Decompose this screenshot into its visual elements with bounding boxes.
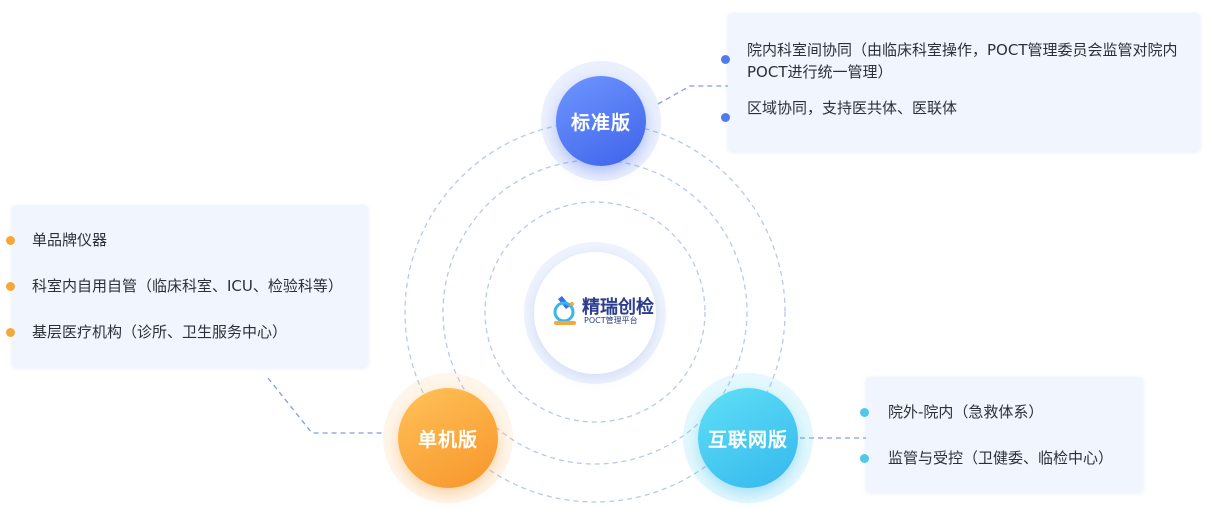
list-item-text: 院内科室间协同（由临床科室操作，POCT管理委员会监管对院内POCT进行统一管理… — [747, 41, 1178, 81]
list-item: 基层医疗机构（诊所、卫生服务中心） — [6, 321, 358, 343]
connector-standard — [657, 85, 730, 105]
bullet-dot-icon — [721, 113, 730, 122]
list-item-text: 区域协同，支持医共体、医联体 — [747, 99, 958, 117]
bullet-dot-icon — [6, 236, 15, 245]
list-item: 单品牌仪器 — [6, 229, 358, 251]
single-edition-node[interactable]: 单机版 — [398, 388, 498, 488]
list-item: 科室内自用自管（临床科室、ICU、检验科等） — [6, 275, 358, 297]
bullet-dot-icon — [6, 282, 15, 291]
microscope-logo-icon — [553, 296, 576, 325]
bullet-dot-icon — [721, 55, 730, 64]
list-item: 监管与受控（卫健委、临检中心） — [860, 447, 1133, 469]
list-item-text: 院外-院内（急救体系） — [888, 403, 1044, 421]
list-item: 院内科室间协同（由临床科室操作，POCT管理委员会监管对院内POCT进行统一管理… — [721, 39, 1180, 83]
bullet-dot-icon — [6, 328, 15, 337]
platform-logo: 精瑞创检 POCT管理平台 — [548, 292, 654, 332]
single-edition-card: 单品牌仪器 科室内自用自管（临床科室、ICU、检验科等） 基层医疗机构（诊所、卫… — [6, 205, 368, 367]
list-item-text: 单品牌仪器 — [32, 231, 108, 249]
logo-subtitle: POCT管理平台 — [584, 316, 638, 325]
internet-edition-node[interactable]: 互联网版 — [698, 388, 798, 488]
inner-ring — [484, 201, 706, 423]
list-item-text: 科室内自用自管（临床科室、ICU、检验科等） — [32, 277, 343, 295]
internet-edition-card: 院外-院内（急救体系） 监管与受控（卫健委、临检中心） — [860, 377, 1143, 492]
list-item: 院外-院内（急救体系） — [860, 401, 1133, 423]
list-item: 区域协同，支持医共体、医联体 — [721, 97, 1180, 122]
bullet-dot-icon — [860, 408, 869, 417]
standard-edition-card: 院内科室间协同（由临床科室操作，POCT管理委员会监管对院内POCT进行统一管理… — [721, 13, 1200, 151]
list-item-text: 基层医疗机构（诊所、卫生服务中心） — [32, 323, 288, 341]
logo-name: 精瑞创检 — [582, 297, 654, 318]
standard-edition-node[interactable]: 标准版 — [556, 76, 646, 166]
list-item-text: 监管与受控（卫健委、临检中心） — [888, 449, 1114, 467]
bullet-dot-icon — [860, 454, 869, 463]
connector-single — [267, 377, 383, 434]
